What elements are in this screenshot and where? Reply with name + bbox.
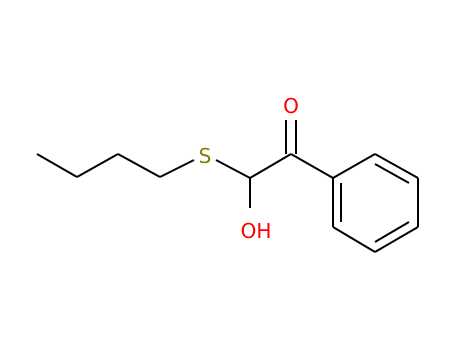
bond-s-ch	[215, 159, 251, 179]
ring-bond-1	[332, 153, 376, 179]
ring-inner-2	[374, 221, 410, 243]
bond-c3-c4	[117, 153, 161, 178]
bond-c1-c2	[36, 153, 78, 178]
ring-inner-1	[374, 163, 410, 184]
ring-bond-4	[374, 226, 419, 253]
bond-c2-c3	[76, 153, 119, 178]
ring-bond-2	[374, 153, 419, 179]
bond-co-ring	[290, 153, 334, 179]
hydroxyl-atom-label: OH	[241, 219, 272, 243]
carbonyl-oxygen-atom-label: O	[283, 94, 299, 118]
sulfur-atom-label: S	[199, 144, 212, 168]
ring-bond-5	[332, 226, 376, 253]
bond-c4-s	[159, 159, 195, 178]
bond-ch-co	[249, 153, 292, 179]
